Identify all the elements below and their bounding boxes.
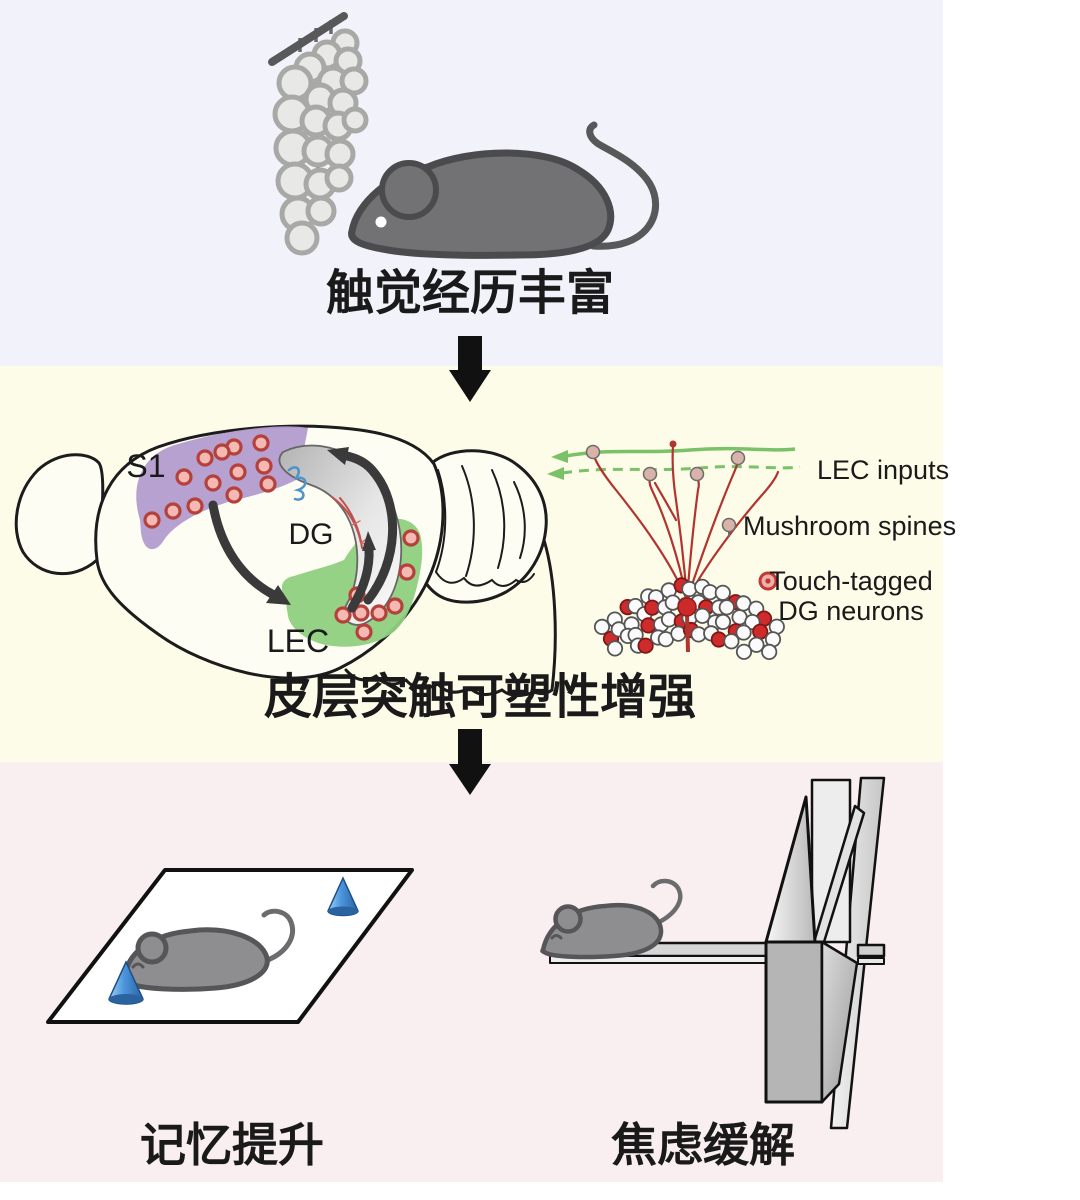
granule-cell [714, 584, 731, 601]
s1-tagged-dots [143, 434, 277, 529]
elevated-plus-maze-diagram [540, 776, 886, 1130]
granule-cell [714, 613, 732, 631]
open-arm-right-edge [857, 957, 885, 965]
granule-cell-tagged [637, 637, 654, 654]
memory-caption: 记忆提升 [140, 1119, 324, 1171]
mouse-closed-eye [550, 934, 563, 940]
lec-tagged-dots [334, 529, 420, 641]
interneuron-doodle [287, 466, 307, 501]
dg-granule-cell-cluster [593, 577, 785, 661]
granule-cell [593, 618, 611, 636]
open-arm-right [856, 943, 886, 958]
lec-to-dg-arrow-short [347, 531, 376, 613]
anxiety-caption: 焦虑缓解 [611, 1119, 795, 1171]
s1-label: S1 [126, 448, 165, 484]
neuron-diagram: LEC inputs Mushroom spines Touch-tagged … [547, 440, 956, 661]
granule-cell-tagged [752, 623, 769, 640]
granule-cell [718, 599, 735, 616]
s1-region [136, 426, 308, 550]
legend-touch-tagged-label-line1: Touch-tagged [769, 566, 933, 596]
mouse-eye [375, 216, 387, 228]
axon [685, 613, 690, 653]
memory-test-diagram [46, 868, 414, 1024]
plasticity-caption: 皮层突触可塑性增强 [264, 671, 696, 724]
mouse-tactile-icon [348, 121, 660, 259]
mushroom-spine-legend-icon [721, 517, 737, 537]
bead-toy-icon [268, 12, 369, 256]
legend-lec-inputs-label: LEC inputs [817, 455, 949, 485]
object-cone-back-icon [327, 876, 359, 917]
object-cone-front-icon [108, 960, 144, 1005]
down-arrow-icon-2 [449, 729, 491, 795]
soma [677, 597, 697, 617]
touch-tagged-legend-icon [758, 571, 778, 591]
s1-to-lec-arrow [208, 500, 291, 605]
granule-cell [606, 640, 624, 657]
legend: LEC inputs Mushroom spines Touch-tagged … [721, 455, 956, 626]
granule-cell [735, 643, 753, 660]
lec-label: LEC [267, 623, 329, 659]
dg-label: DG [289, 518, 334, 551]
mouse-maze-icon [540, 878, 683, 960]
down-arrow-icon-1 [449, 336, 491, 402]
legend-mushroom-spines-label: Mushroom spines [743, 511, 956, 541]
granule-cell [723, 633, 740, 650]
maze-center-block-side [820, 940, 859, 1104]
granule-cell [748, 636, 765, 653]
granule-cell [735, 624, 752, 641]
granule-cell [694, 607, 711, 624]
maze-center-block [764, 940, 824, 1104]
lec-to-dg-arrow-long [327, 447, 398, 605]
mouse-closed-eye [131, 962, 145, 969]
granule-cell [761, 643, 778, 661]
tactile-caption: 触觉经历丰富 [326, 267, 614, 320]
legend-touch-tagged-label-line2: DG neurons [778, 596, 924, 626]
mouse-arena-icon [122, 908, 295, 992]
mushroom-spines-icons [585, 444, 746, 482]
brain-diagram: S1 DG LEC [14, 424, 557, 697]
